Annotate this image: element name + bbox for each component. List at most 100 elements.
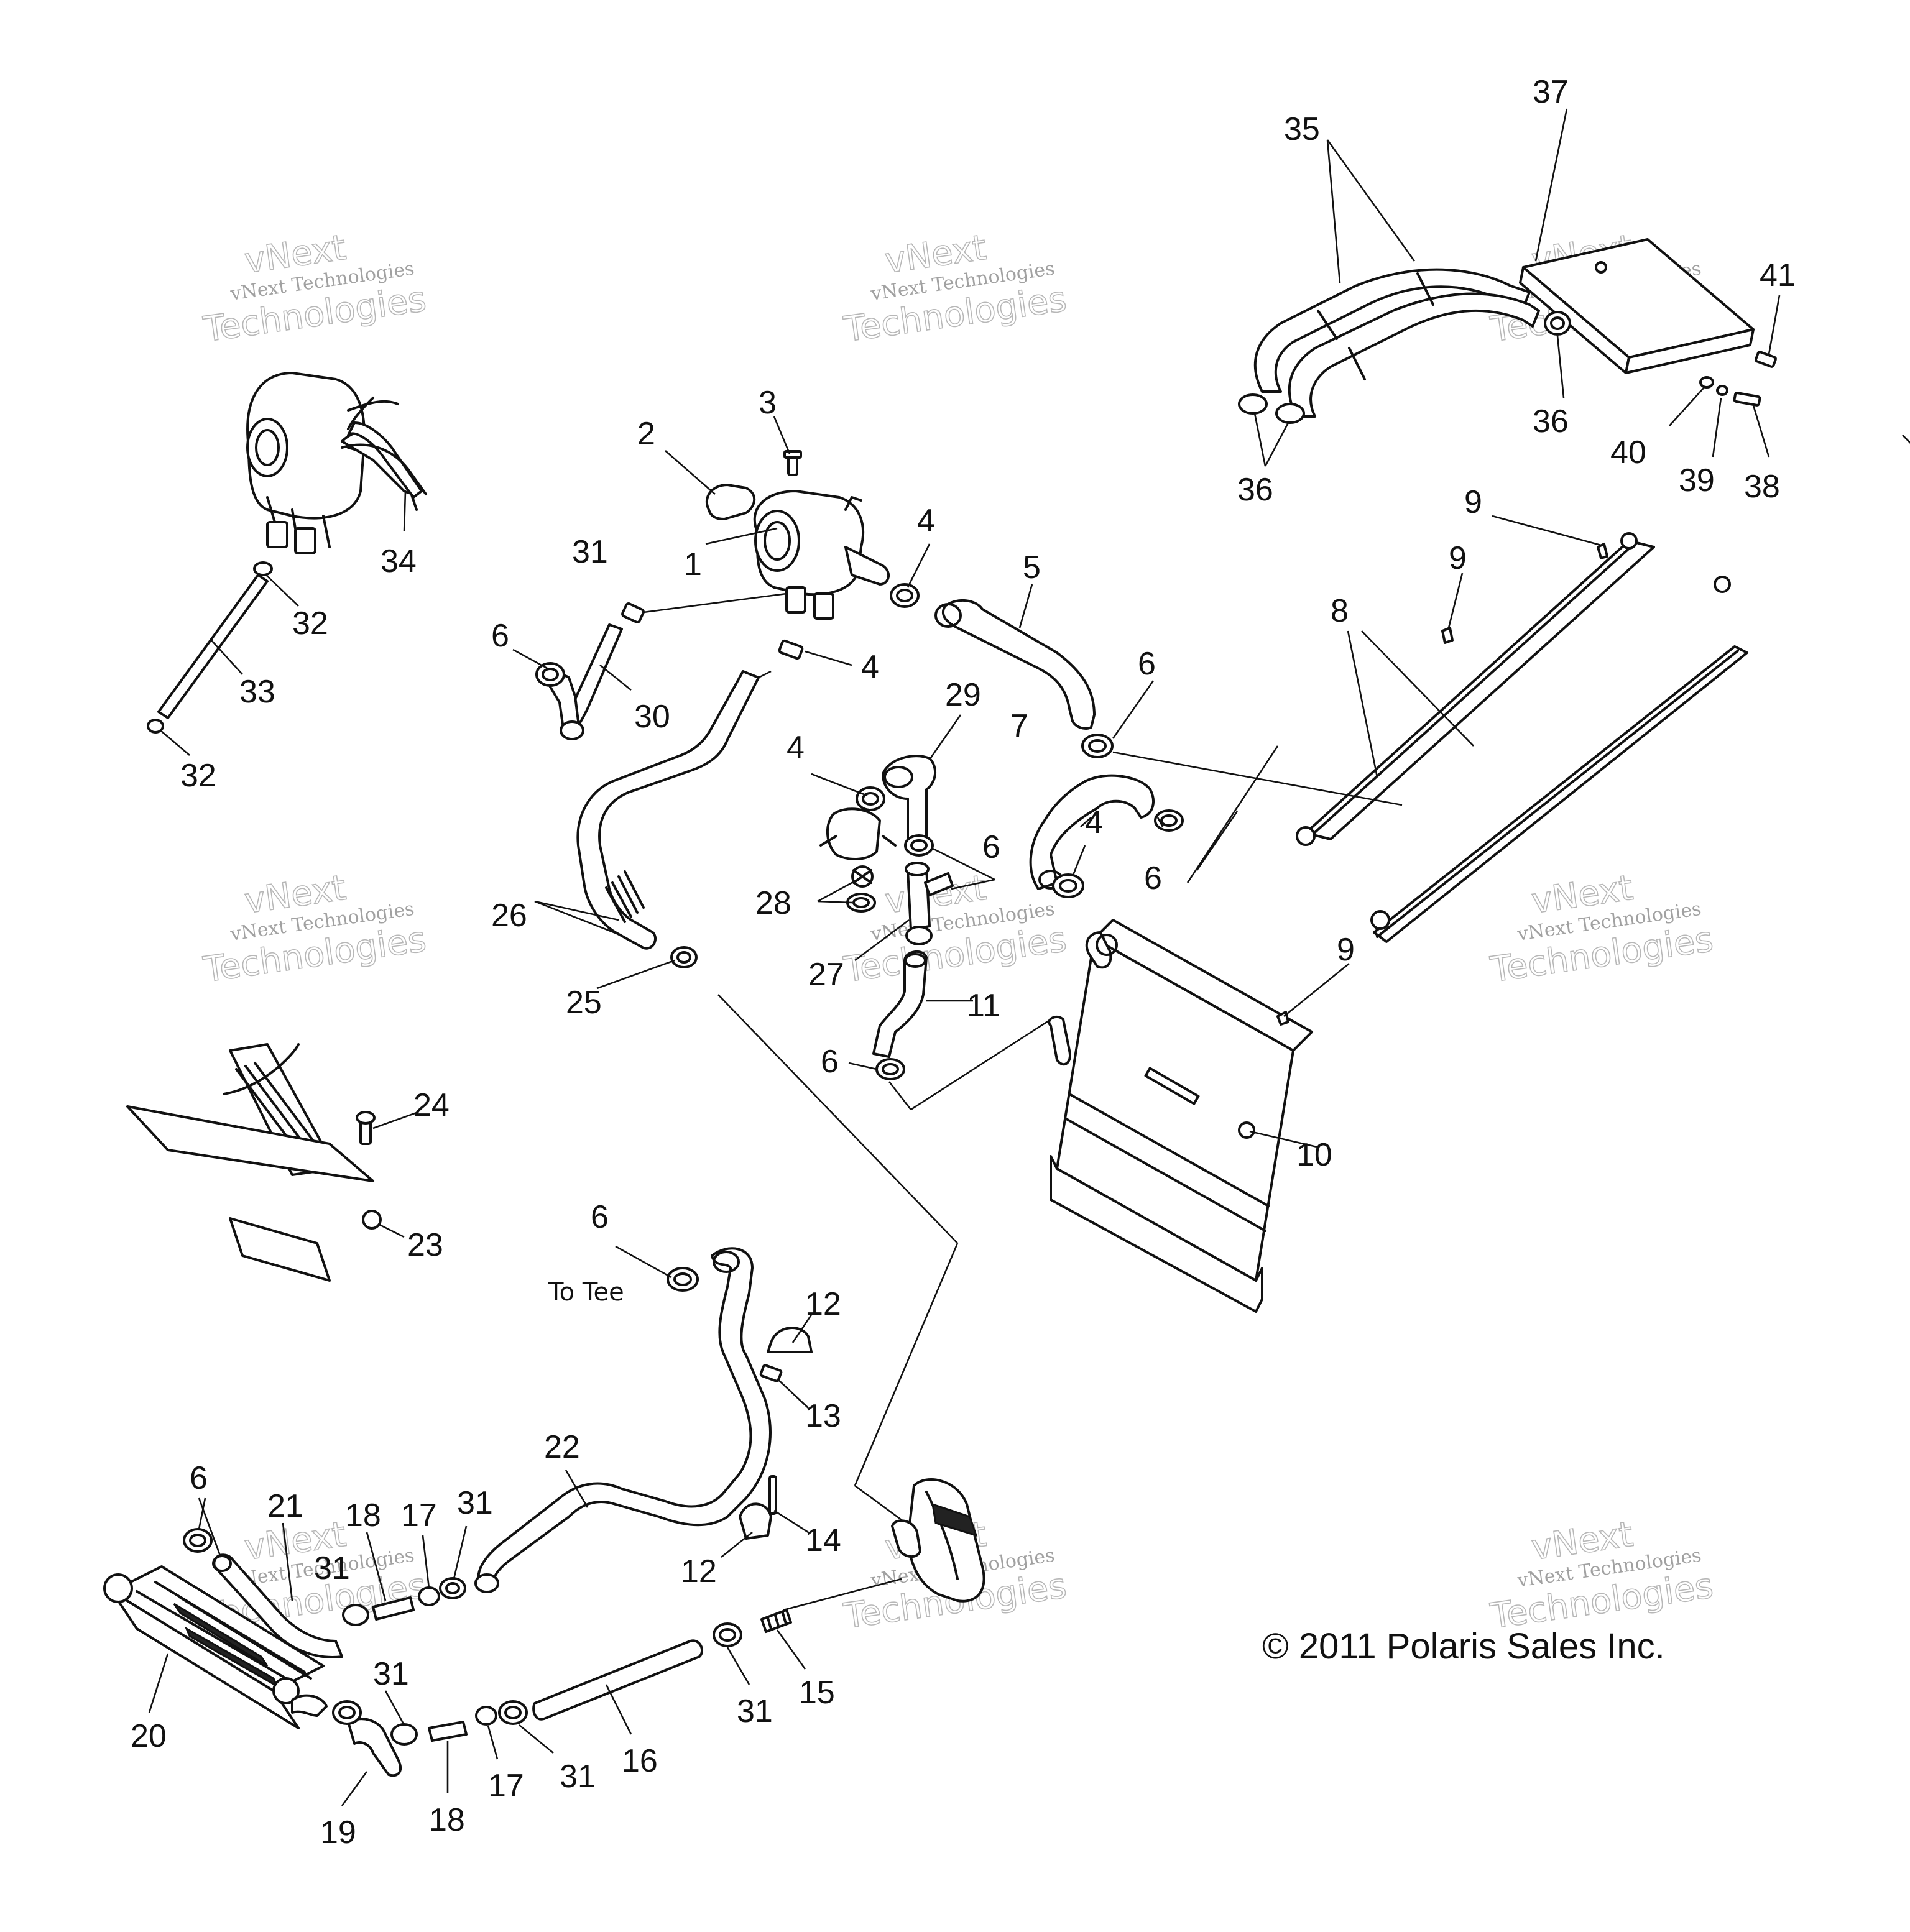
water-pump-housing [891,1478,985,1603]
callout-9-upper: 9 [1464,484,1482,520]
callout-32-upper: 32 [292,605,328,642]
washer-39 [1716,385,1728,396]
hose-clamp-31-bottle [621,602,645,623]
callout-17-lower: 17 [488,1768,524,1804]
hose-clamp-6-bottle [535,662,565,687]
callout-4-small: 4 [861,649,879,685]
hose-clamp-31-upper-right [439,1577,466,1599]
callout-16: 16 [622,1743,658,1779]
callout-24: 24 [413,1087,450,1123]
tee-short-hose-11 [872,950,928,1058]
callout-10: 10 [1296,1137,1332,1173]
hose-clamp-36-lower-right [1275,403,1305,424]
callout-8: 8 [1331,593,1349,629]
tube-screw-9-upper [1597,543,1608,559]
hose-clamp-36-exchanger [1544,311,1571,336]
hose-clamp-6-to-tee [667,1267,699,1292]
hose-bracket-12-upper [767,1327,813,1353]
hose-clamp-4-thermostat [856,786,885,811]
hose-clamp-31-lower-4 [713,1622,742,1647]
callout-4-radiator: 4 [1085,804,1103,840]
cooler-hose-21 [212,1553,343,1658]
rear-cooling-tube-8a [1296,532,1655,846]
callout-26: 26 [491,898,527,934]
coolant-tee-27 [905,862,954,931]
hose-clamp-32-upper [253,561,273,576]
copyright-notice: © 2011 Polaris Sales Inc. [1262,1626,1665,1667]
callout-33: 33 [239,674,275,710]
callout-31-upper-a: 31 [314,1550,350,1586]
callout-6-lower-tee: 6 [821,1044,839,1080]
callout-30: 30 [634,699,670,735]
callout-38: 38 [1744,469,1780,505]
thermostat-housing-28 [819,807,897,860]
radiator-upper-hose [934,599,1096,730]
callout-25: 25 [566,985,602,1021]
watermark-top-center: vNext vNext Technologies Technologies [841,227,1069,351]
hose-clamp-6-lower-left [183,1528,213,1553]
callout-3: 3 [759,385,777,421]
coolant-bottle [753,490,890,620]
hose-bracket-12-lower [739,1502,772,1540]
callout-31-lower-c: 31 [737,1693,773,1729]
callout-6-lower-left: 6 [190,1460,208,1496]
bolt-24 [356,1111,376,1145]
callout-19: 19 [320,1815,356,1851]
radiator-cap [705,484,756,520]
nut-23 [362,1210,382,1230]
hose-clamp-31-upper-left [342,1604,369,1626]
callout-27: 27 [808,957,844,993]
callout-6-radiator-upper: 6 [1138,646,1156,682]
fitting-15 [760,1609,792,1633]
thermostat-elbow-hose-29 [882,755,937,844]
callout-29: 29 [945,677,981,713]
bolt-38 [1733,392,1761,407]
callout-31-lower-a: 31 [373,1656,409,1692]
bottle-hose-30 [548,623,623,740]
callout-35: 35 [1284,111,1320,147]
hose-clamp-25 [670,946,698,968]
washer-40 [1699,376,1714,389]
coolant-hose-16 [532,1639,703,1721]
callout-2: 2 [637,416,655,452]
callout-36-exchanger: 36 [1533,403,1569,439]
hose-clamp-32-lower [147,719,164,734]
rear-heat-exchanger-37 [1519,238,1755,374]
bolt-41 [1755,351,1777,368]
callout-6-to-tee: 6 [591,1199,609,1235]
callout-37: 37 [1533,74,1569,110]
tube-screw-9-mid [1441,627,1454,644]
hose-clamp-4-small [778,639,804,660]
leader-lines [148,108,1910,1806]
callout-numbers: 1 2 3 4 5 31 6 30 4 29 4 6 28 27 11 6 26… [131,74,1796,1851]
callout-23: 23 [407,1227,443,1263]
callout-28: 28 [755,885,791,921]
callout-18-lower: 18 [429,1802,465,1838]
engine-coolant-hose-26 [576,670,760,950]
callout-9-front: 9 [1337,932,1355,968]
hose-clamp-6-lower-tee [875,1058,905,1080]
rear-cooling-tube-8b [1370,576,1748,943]
callout-12-upper: 12 [805,1286,841,1322]
callout-41: 41 [1760,257,1796,293]
callout-1: 1 [684,546,702,582]
callout-34: 34 [381,543,417,579]
watermark-bottom-right: vNext vNext Technologies Technologies [1487,1514,1716,1637]
hose-clamp-6-radiator-upper [1081,734,1114,758]
callout-11: 11 [967,988,1000,1024]
hose-clamp-36-lower-left [1238,393,1268,415]
spacer-17-upper [418,1586,440,1606]
callout-31-upper-b: 31 [457,1485,493,1521]
callout-13: 13 [805,1398,841,1434]
callout-32-lower: 32 [180,758,216,794]
callout-7: 7 [1010,708,1028,744]
thermostat [851,865,874,888]
callout-6-bottle-hose: 6 [491,618,509,654]
hose-clamp-tee-bottom [905,926,933,945]
hose-clamp-4-radiator [1052,873,1084,898]
screw-13 [759,1364,783,1382]
main-return-hose-22 [474,1247,772,1593]
heat-exchanger-hoses-35 [1253,268,1540,418]
hose-clamp-6-tee-top [904,834,934,857]
callout-31-bottle: 31 [572,534,608,570]
